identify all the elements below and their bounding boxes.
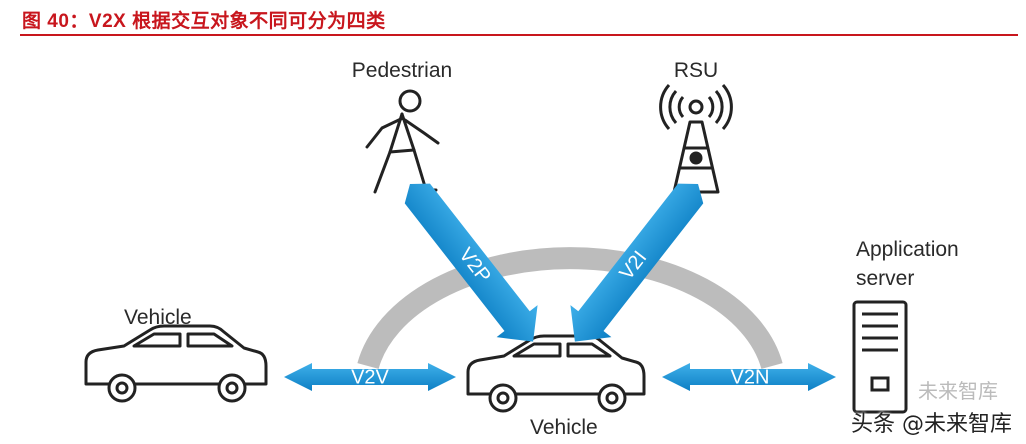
vehicle-left-icon (84, 324, 268, 403)
rsu-label: RSU (674, 59, 718, 82)
vehicle-center-label: Vehicle (530, 416, 598, 439)
title-divider (20, 34, 1018, 36)
v2v-link-label: V2V (351, 366, 389, 388)
network-arc (357, 247, 783, 370)
v2p-link-arrow (404, 183, 538, 342)
v2n-link-label: V2N (731, 366, 770, 388)
vehicle-center-icon (466, 334, 646, 413)
vehicle-left-label: Vehicle (124, 306, 192, 329)
pedestrian-icon (365, 89, 440, 194)
application-server-icon (852, 300, 908, 414)
v2i-link-arrow (570, 183, 704, 342)
figure-title: 图 40：V2X 根据交互对象不同可分为四类 (22, 11, 386, 32)
server-label-line2: server (856, 267, 914, 290)
pedestrian-label: Pedestrian (352, 59, 452, 82)
server-label-line1: Application (856, 238, 959, 261)
watermark-caption: 头条 @未来智库 (851, 412, 1012, 437)
watermark-logo-text: 未来智库 (918, 379, 998, 403)
v2n-link-arrow (662, 363, 836, 391)
v2v-link-arrow (284, 363, 456, 391)
rsu-tower-icon (659, 84, 733, 194)
